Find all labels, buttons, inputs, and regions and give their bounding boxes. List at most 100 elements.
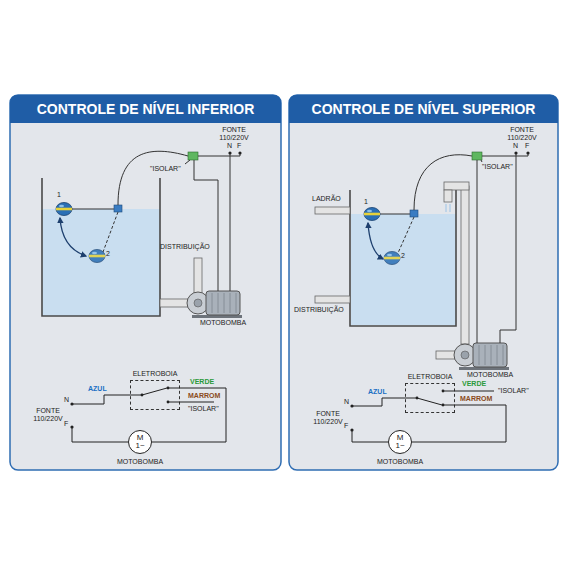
- wire: [230, 153, 231, 291]
- isolated-wire: [481, 160, 482, 162]
- panel-title: CONTROLE DE NÍVEL SUPERIOR: [312, 101, 536, 117]
- wire: [477, 160, 478, 343]
- label: VERDE: [190, 378, 214, 386]
- wire: [198, 153, 240, 156]
- motor-symbol: M1~: [388, 430, 412, 454]
- callout-number: 1: [57, 191, 61, 199]
- cable-weight: [410, 210, 418, 217]
- panel: [289, 95, 558, 470]
- label: AZUL: [368, 388, 387, 396]
- motor-text: 1~: [135, 442, 144, 450]
- swing-arrow: [368, 223, 383, 259]
- label: FONTE 110/220V: [504, 126, 540, 142]
- tank: [42, 178, 160, 316]
- wire-connector: [412, 405, 506, 442]
- float-switch-box: ELETROBOIA: [405, 383, 455, 413]
- float-cable: [72, 209, 115, 210]
- label: N: [513, 142, 518, 150]
- wire: [352, 430, 388, 442]
- water-jet: [446, 204, 450, 212]
- label: F: [525, 142, 529, 150]
- tank: [350, 190, 456, 326]
- panel-title: CONTROLE DE NÍVEL INFERIOR: [37, 101, 255, 117]
- float-cable-dashed: [103, 212, 118, 252]
- switch-symbol: [130, 380, 180, 410]
- suction-pipe: [160, 299, 190, 307]
- switch-label: ELETROBOIA: [408, 373, 453, 381]
- label: MOTOBOMBA: [117, 458, 163, 466]
- label: MOTOBOMBA: [200, 319, 246, 327]
- overflow-pipe: [315, 207, 350, 214]
- wire: [500, 153, 516, 343]
- distribution-pipe: [194, 258, 202, 294]
- cable-weight: [114, 205, 122, 212]
- wire: [352, 398, 405, 406]
- label: FONTE 110/220V: [30, 407, 66, 423]
- label: FONTE 110/220V: [216, 126, 252, 142]
- label: "ISOLAR": [498, 387, 529, 395]
- wire: [72, 395, 130, 404]
- float: [364, 208, 380, 221]
- pump: [454, 343, 509, 370]
- label: "ISOLAR": [482, 163, 513, 171]
- switch-symbol: [405, 383, 455, 413]
- isolated-wire: [185, 160, 190, 164]
- wire: [180, 402, 214, 403]
- float: [384, 252, 400, 265]
- switch-label: ELETROBOIA: [133, 370, 178, 378]
- label: FONTE 110/220V: [310, 410, 346, 426]
- splice: [188, 152, 198, 160]
- label: MARROM: [460, 395, 492, 403]
- header-band: CONTROLE DE NÍVEL INFERIOR: [10, 95, 281, 123]
- float: [89, 250, 105, 263]
- label: DISTRIBUIÇÃO: [294, 306, 344, 314]
- wire: [482, 153, 528, 156]
- wire: [194, 160, 218, 291]
- callout-number: 2: [106, 250, 110, 258]
- callout-number: 1: [364, 198, 368, 206]
- inlet-pipe: [444, 182, 469, 190]
- label: MOTOBOMBA: [377, 458, 423, 466]
- motor-text: M: [397, 434, 404, 442]
- suction-pipe: [436, 351, 456, 359]
- label: "ISOLAR": [150, 165, 181, 173]
- float-switch-box: ELETROBOIA: [130, 380, 180, 410]
- callout-number: 2: [401, 252, 405, 260]
- motor-text: M: [137, 434, 144, 442]
- wire: [455, 391, 494, 392]
- float-cable-dashed: [398, 217, 414, 253]
- label: N: [227, 142, 232, 150]
- label: LADRÃO: [312, 195, 341, 203]
- distribution-pipe: [315, 296, 350, 303]
- header-band: CONTROLE DE NÍVEL SUPERIOR: [289, 95, 558, 123]
- label: MARROM: [188, 392, 220, 400]
- label: "ISOLAR": [188, 405, 219, 413]
- label: F: [237, 142, 241, 150]
- float-cable: [380, 214, 411, 215]
- inlet-pipe: [461, 186, 469, 344]
- label: N: [344, 398, 349, 406]
- float-cable: [414, 155, 472, 210]
- wire: [72, 427, 128, 442]
- label: F: [64, 420, 68, 428]
- swing-arrow: [60, 218, 86, 256]
- label: MOTOBOMBA: [467, 371, 513, 379]
- panel: [10, 95, 281, 470]
- water: [351, 214, 456, 325]
- label: F: [344, 422, 348, 430]
- wire-connector: [152, 388, 226, 442]
- pump: [187, 291, 242, 318]
- float: [56, 203, 72, 216]
- float-cable: [118, 151, 188, 205]
- label: N: [64, 396, 69, 404]
- label: VERDE: [462, 380, 486, 388]
- motor-text: 1~: [395, 442, 404, 450]
- label: AZUL: [88, 385, 107, 393]
- label: DISTRIBUIÇÃO: [160, 243, 210, 251]
- inlet-pipe: [444, 190, 452, 202]
- motor-symbol: M1~: [128, 430, 152, 454]
- water: [42, 209, 160, 316]
